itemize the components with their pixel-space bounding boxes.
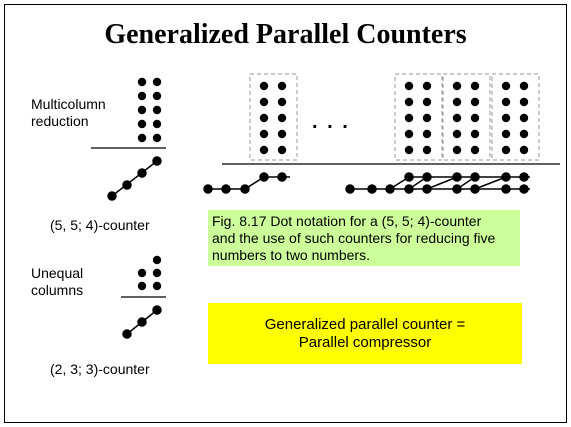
- unequal-label-line1: Unequal: [31, 265, 84, 281]
- counter-554-output: [107, 156, 162, 201]
- caption-line3: numbers to two numbers.: [212, 247, 370, 263]
- caption-line2: and the use of such counters for reducin…: [212, 230, 496, 246]
- right-output-chains: [345, 172, 530, 194]
- unequal-label-line2: columns: [31, 282, 84, 298]
- definition-line2: Parallel compressor: [298, 333, 432, 351]
- definition-line1: Generalized parallel counter =: [264, 315, 466, 333]
- multicolumn-label-line1: Multicolumn: [31, 96, 106, 112]
- input-dot-matrix: [259, 81, 529, 155]
- left-output-chain: [203, 172, 290, 194]
- counter-554-label: (5, 5; 4)-counter: [50, 217, 150, 233]
- dashed-group-boxes: [249, 73, 540, 161]
- counter-233-output: [122, 305, 162, 339]
- ellipsis: . . .: [312, 111, 350, 133]
- counter-233-dots: [137, 255, 162, 291]
- slide-title: Generalized Parallel Counters: [104, 19, 467, 50]
- definition-box: Generalized parallel counter = Parallel …: [208, 303, 522, 364]
- counter-233-label: (2, 3; 3)-counter: [50, 361, 150, 377]
- unequal-columns-label: Unequal columns: [31, 265, 83, 299]
- figure-caption: Fig. 8.17 Dot notation for a (5, 5; 4)-c…: [208, 210, 520, 266]
- multicolumn-label-line2: reduction: [31, 113, 89, 129]
- caption-line1: Fig. 8.17 Dot notation for a (5, 5; 4)-c…: [212, 213, 482, 229]
- multicolumn-label: Multicolumn reduction: [31, 96, 106, 130]
- counter-554-dots: [137, 77, 162, 143]
